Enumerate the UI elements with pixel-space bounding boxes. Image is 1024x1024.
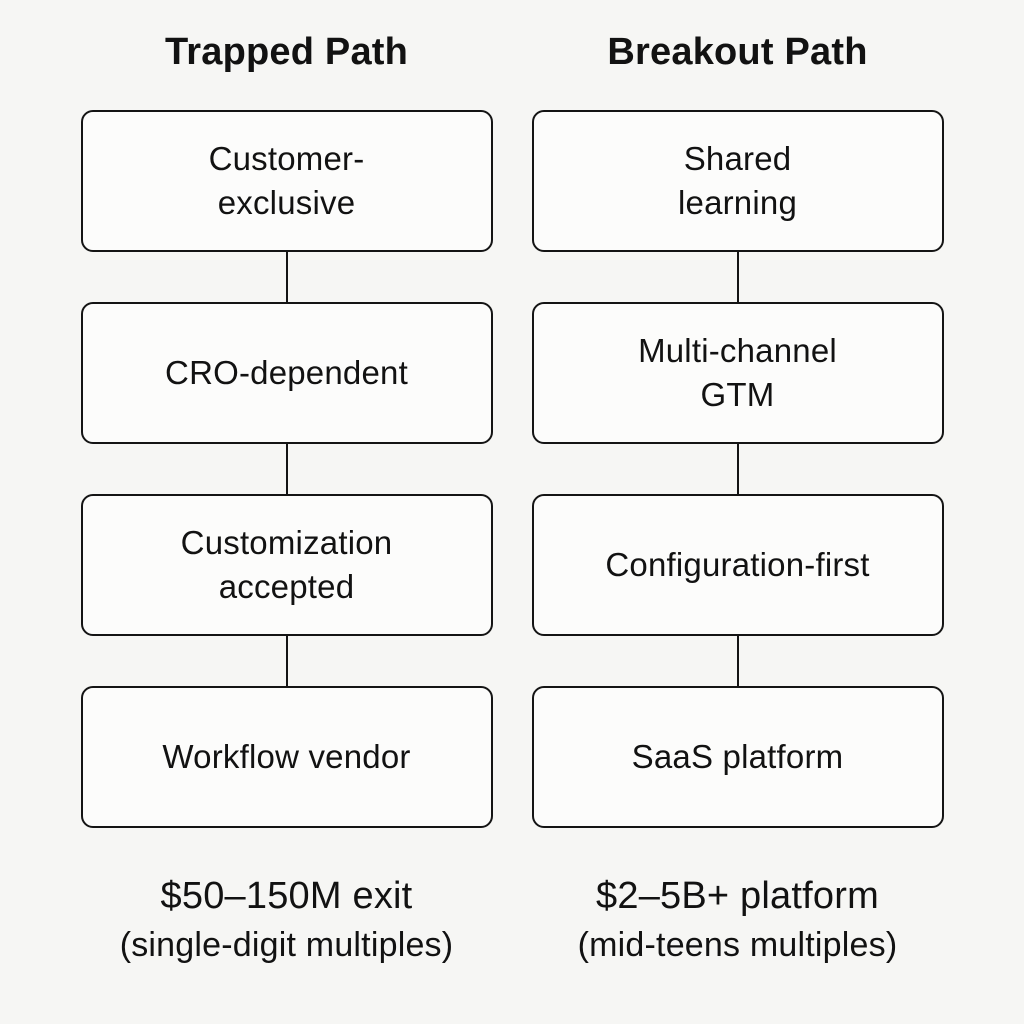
flow-node-label: Multi-channel GTM bbox=[638, 331, 837, 413]
outcome-value: $50–150M exit bbox=[160, 874, 413, 917]
column-title: Breakout Path bbox=[607, 31, 868, 73]
flow-node-multi-channel-gtm: Multi-channel GTM bbox=[531, 301, 944, 444]
flow-node-label: Customer- exclusive bbox=[208, 139, 365, 221]
flow-node-saas-platform: SaaS platform bbox=[531, 685, 944, 828]
outcome-note: (mid-teens multiples) bbox=[577, 925, 898, 964]
flow-node-workflow-vendor: Workflow vendor bbox=[80, 685, 493, 828]
flow-node-label: SaaS platform bbox=[631, 737, 844, 775]
flow-node-label: CRO-dependent bbox=[165, 353, 408, 391]
column-trapped-path: Trapped Path Customer- exclusive CRO-dep… bbox=[80, 29, 493, 969]
connector-line bbox=[285, 635, 288, 686]
flow-node-customization-accepted: Customization accepted bbox=[80, 493, 493, 636]
column-title: Trapped Path bbox=[164, 31, 409, 73]
connector-line bbox=[736, 635, 739, 686]
flow-node-label: Shared learning bbox=[677, 139, 798, 221]
flow-node-label: Configuration-first bbox=[605, 545, 870, 583]
flow-node-customer-exclusive: Customer- exclusive bbox=[80, 109, 493, 252]
column-breakout-path: Breakout Path Shared learning Multi-chan… bbox=[531, 29, 944, 969]
outcome-note: (single-digit multiples) bbox=[119, 925, 454, 964]
connector-line bbox=[736, 443, 739, 494]
flow-node-cro-dependent: CRO-dependent bbox=[80, 301, 493, 444]
outcome-value: $2–5B+ platform bbox=[596, 874, 879, 917]
flow-node-shared-learning: Shared learning bbox=[531, 109, 944, 252]
two-path-flow-diagram: Trapped Path Customer- exclusive CRO-dep… bbox=[80, 29, 944, 969]
connector-line bbox=[285, 443, 288, 494]
connector-line bbox=[285, 251, 288, 302]
column-outcome: $50–150M exit (single-digit multiples) bbox=[120, 872, 454, 969]
connector-line bbox=[736, 251, 739, 302]
flow-node-label: Customization accepted bbox=[180, 523, 393, 605]
flow-node-configuration-first: Configuration-first bbox=[531, 493, 944, 636]
column-outcome: $2–5B+ platform (mid-teens multiples) bbox=[578, 872, 898, 969]
flow-node-label: Workflow vendor bbox=[162, 737, 411, 775]
